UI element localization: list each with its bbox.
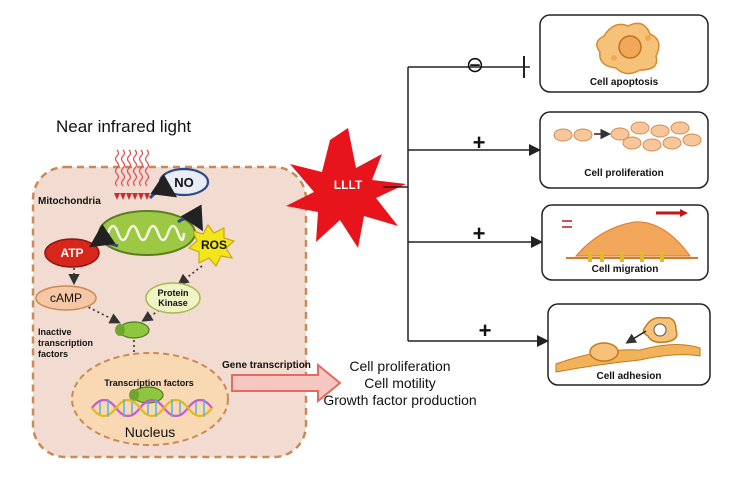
inactive-tf-line-3: factors <box>38 349 69 359</box>
dotted-connectors <box>68 265 203 372</box>
inactive-tf-line-1: Inactive <box>38 327 72 337</box>
light-arrowheads <box>114 193 150 200</box>
no-label: NO <box>174 175 194 190</box>
outcome-2: Cell motility <box>364 375 436 391</box>
inactive-tf <box>115 321 150 339</box>
ros-arrow <box>177 204 203 232</box>
mitochondrion <box>98 210 196 256</box>
light-rays <box>114 149 150 187</box>
outcomes-list: Cell proliferation Cell motility Growth … <box>300 358 500 409</box>
apoptosis-illustration <box>596 22 660 75</box>
gene-transcription-label: Gene transcription <box>222 360 311 371</box>
outcome-3: Growth factor production <box>323 392 477 408</box>
protein-kinase-label: Protein Kinase <box>146 288 200 308</box>
atp-label: ATP <box>60 246 84 260</box>
ros-label: ROS <box>200 238 227 252</box>
branch-symbol-proliferation: + <box>472 130 486 155</box>
branch-symbol-apoptosis: ⊖ <box>465 52 485 77</box>
atp-arrow <box>89 224 119 248</box>
camp-label: cAMP <box>49 291 82 305</box>
near-infrared-light-label: Near infrared light <box>56 117 192 136</box>
cell-apoptosis-label: Cell apoptosis <box>589 77 659 88</box>
mitochondria-label: Mitochondria <box>38 196 101 207</box>
lllt-label: LLLT <box>333 178 363 192</box>
proliferation-illustration <box>553 121 702 152</box>
branch-symbol-migration: + <box>472 221 486 246</box>
branch-symbol-adhesion: + <box>478 318 492 343</box>
protein-kinase-line-1: Protein <box>157 288 189 298</box>
protein-kinase-line-2: Kinase <box>158 298 188 308</box>
cell-adhesion-label: Cell adhesion <box>596 371 662 382</box>
dna-rungs <box>99 399 205 417</box>
migration-illustration <box>562 209 698 262</box>
active-tf <box>129 386 164 404</box>
gene-transcription-arrow <box>231 362 342 404</box>
cell-migration-label: Cell migration <box>591 264 659 275</box>
cell-proliferation-label: Cell proliferation <box>584 168 664 179</box>
dna-helix <box>91 398 213 418</box>
no-arrow <box>148 174 177 200</box>
lllt-starburst <box>286 128 406 248</box>
inactive-tf-label: Inactive transcription factors <box>38 327 93 360</box>
atp-bubble <box>44 238 100 268</box>
ros-star <box>187 223 236 268</box>
inactive-tf-line-2: transcription <box>38 338 94 348</box>
protein-kinase-bubble <box>145 282 201 314</box>
branch-lines <box>383 56 549 347</box>
transcription-factors-label: Transcription factors <box>104 378 194 388</box>
nucleus-label: Nucleus <box>124 424 176 440</box>
outcome-1: Cell proliferation <box>349 358 451 374</box>
adhesion-illustration <box>555 316 701 373</box>
camp-bubble <box>35 285 97 311</box>
